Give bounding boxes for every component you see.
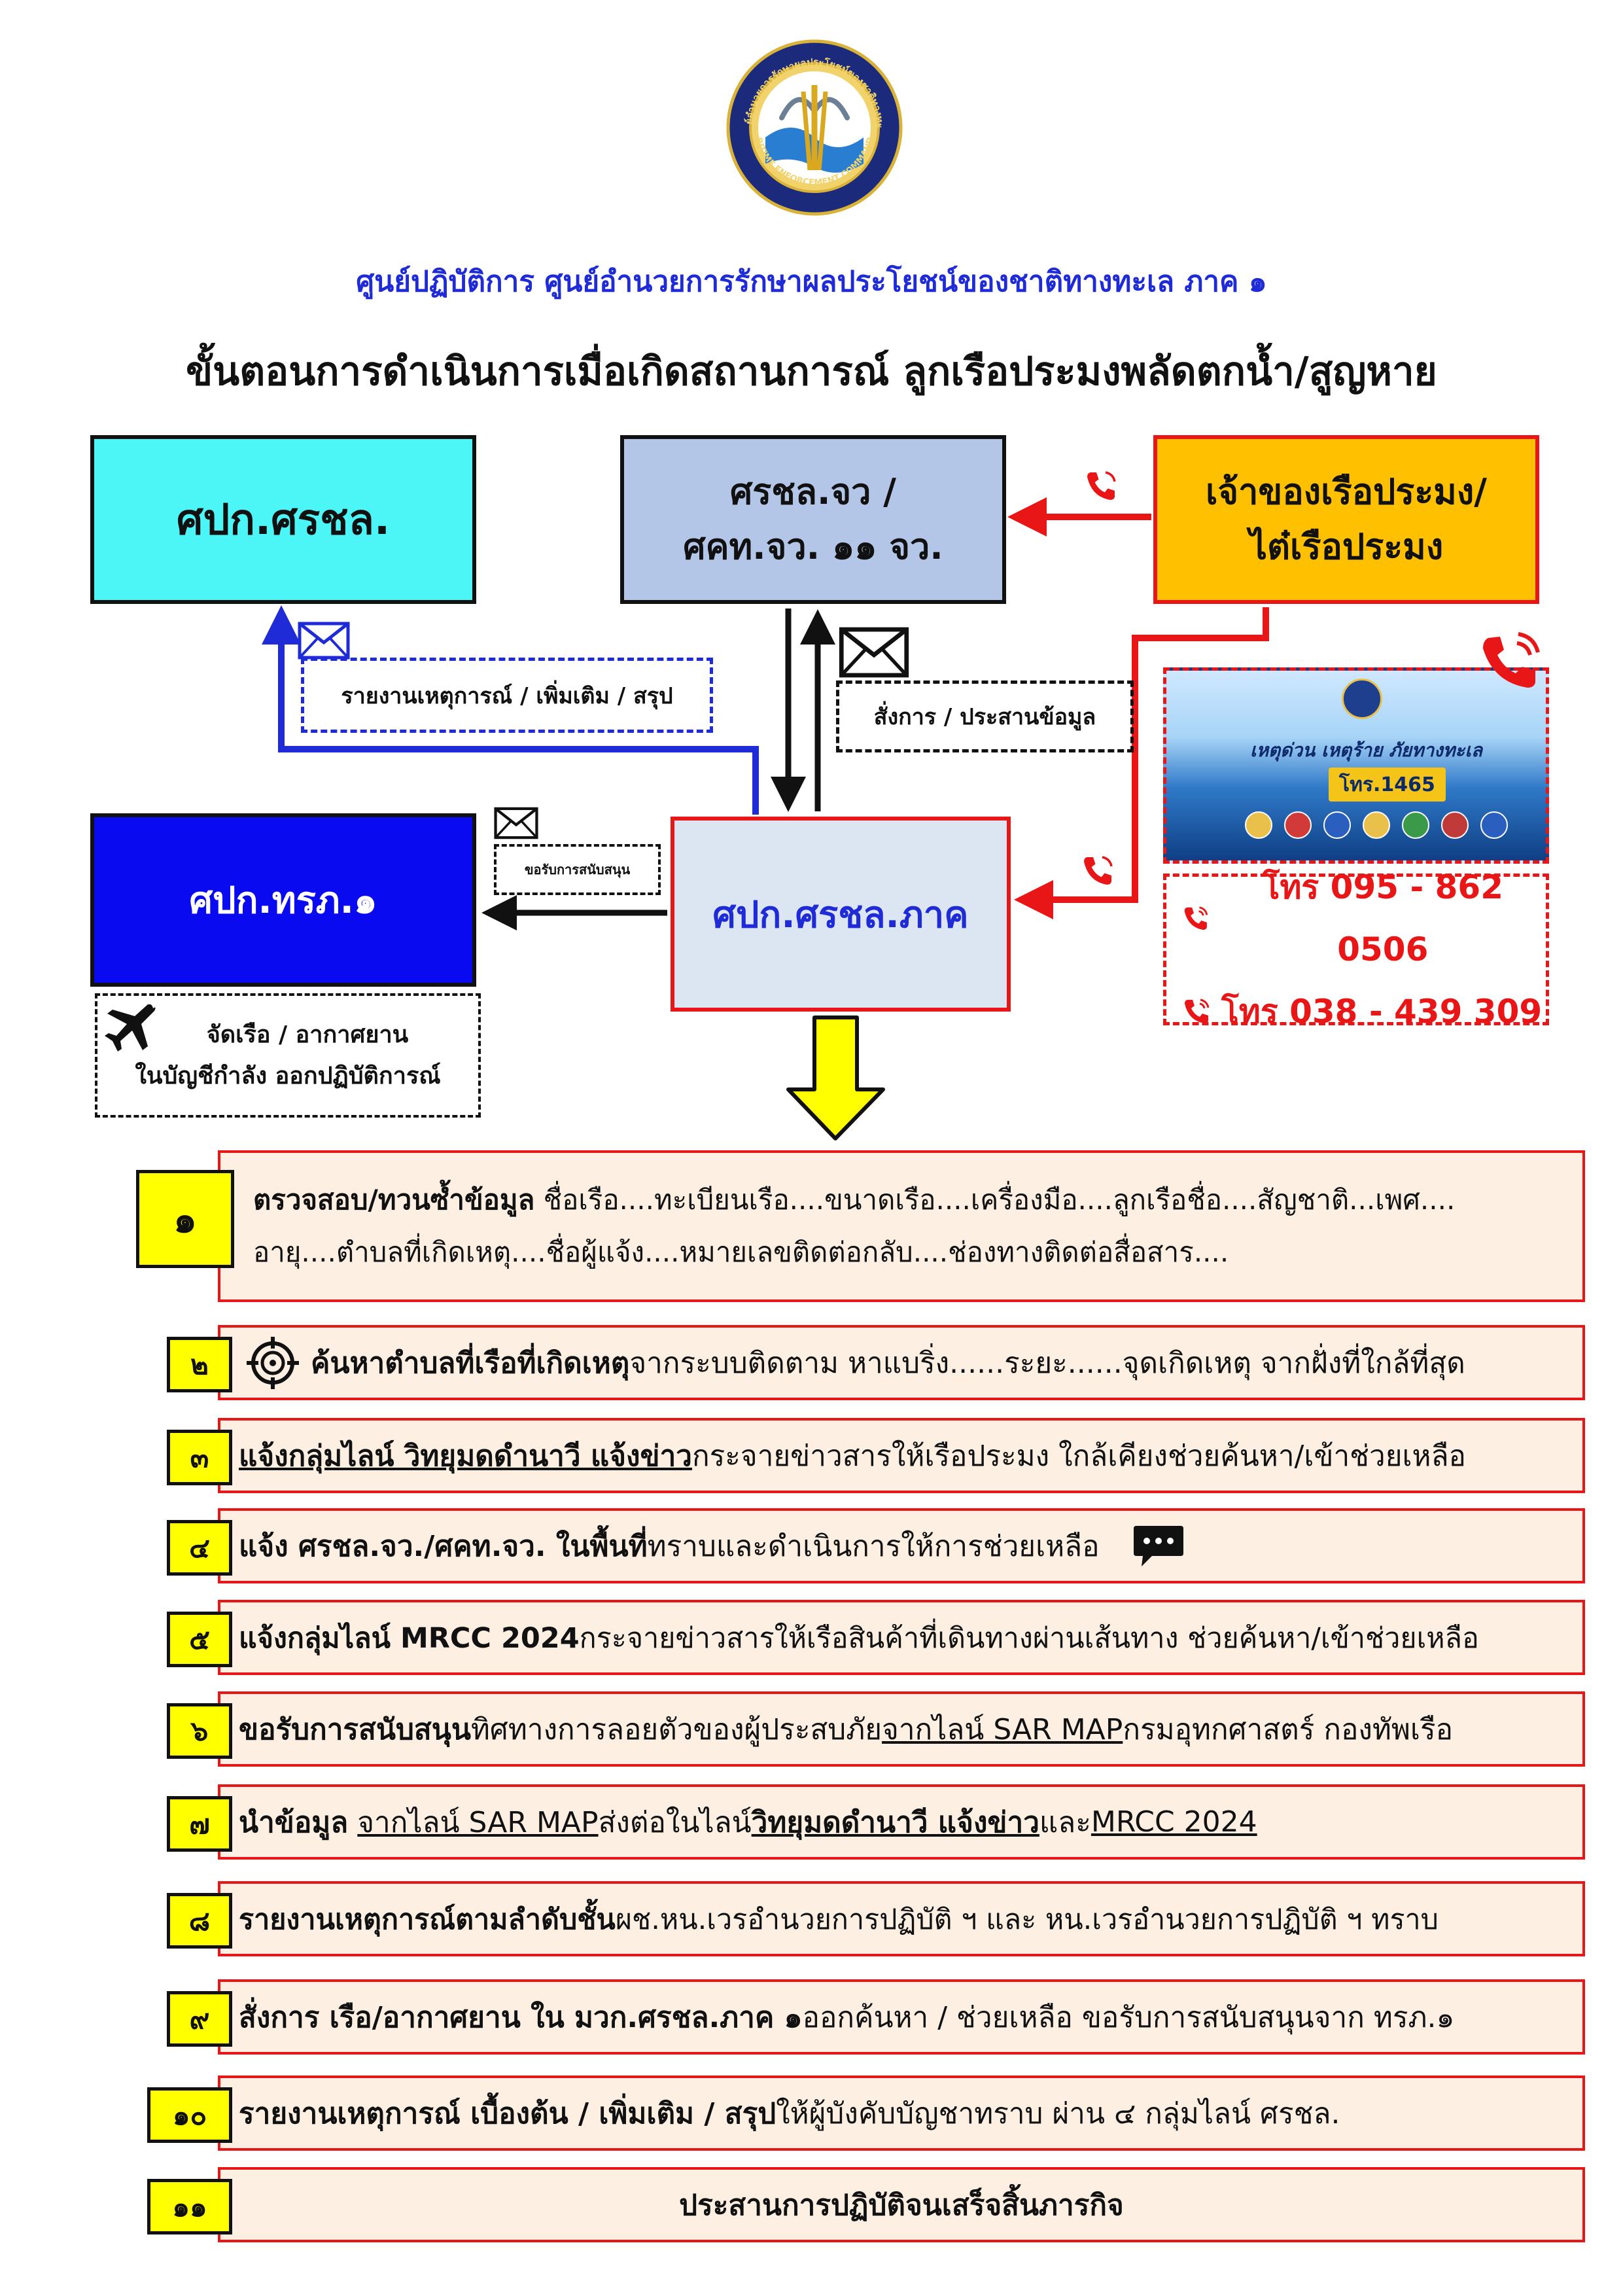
step-10-box: รายงานเหตุการณ์ เบื้องต้น / เพิ่มเติม / … xyxy=(218,2075,1585,2151)
step-6-box: ขอรับการสนับสนุน ทิศทางการลอยตัวของผู้ปร… xyxy=(218,1691,1585,1767)
step-1-line1: ตรวจสอบ/ทวนซ้ำข้อมูล ชื่อเรือ....ทะเบียน… xyxy=(253,1174,1455,1226)
chat-icon xyxy=(1133,1525,1183,1566)
step-7-link2: MRCC 2024 xyxy=(1091,1805,1257,1839)
step-8-bold: รายงานเหตุการณ์ตามลำดับชั้น xyxy=(239,1903,616,1936)
step-1-number: ๑ xyxy=(136,1170,234,1268)
step-6-text2: กรมอุทกศาสตร์ กองทัพเรือ xyxy=(1123,1712,1454,1746)
phone-icon xyxy=(1087,471,1116,500)
step-8-text: ผช.หน.เวรอำนวยการปฏิบัติ ฯ และ หน.เวรอำน… xyxy=(615,1903,1439,1936)
banner-number: โทร.1465 xyxy=(1329,768,1446,802)
step-2-box: ค้นหาตำบลที่เรือที่เกิดเหตุ จากระบบติดตา… xyxy=(218,1325,1585,1400)
phone-number-2[interactable]: โทร 038 - 439 309 xyxy=(1221,992,1543,1031)
provincial-line1: ศรชล.จว / xyxy=(729,471,897,513)
step-1-box: ตรวจสอบ/ทวนซ้ำข้อมูล ชื่อเรือ....ทะเบียน… xyxy=(218,1150,1585,1302)
phone-icon xyxy=(1185,998,1210,1023)
order-label: สั่งการ / ประสานข้อมูล xyxy=(873,704,1096,730)
step-5-box: แจ้งกลุ่มไลน์ MRCC 2024 กระจายข่าวสารให้… xyxy=(218,1600,1585,1675)
step-7-number: ๗ xyxy=(167,1796,232,1852)
center-command-box: ศปก.ศรชล. xyxy=(90,435,476,604)
main-title: ขั้นตอนการดำเนินการเมื่อเกิดสถานการณ์ ลู… xyxy=(186,349,1437,395)
phone-icon xyxy=(1084,856,1113,885)
step-8-number: ๘ xyxy=(167,1893,232,1949)
step-5-number: ๕ xyxy=(167,1612,232,1667)
step-4-number: ๔ xyxy=(167,1520,232,1576)
step-11-number: ๑๑ xyxy=(147,2179,232,2234)
step-4-bold: แจ้ง ศรชล.จว./ศคท.จว. ในพื้นที่ xyxy=(239,1529,648,1563)
owner-line2: ไต๋เรือประมง xyxy=(1249,526,1444,567)
step-1-bold: ตรวจสอบ/ทวนซ้ำข้อมูล xyxy=(253,1184,535,1216)
region-command-box: ศปก.ศรชล.ภาค xyxy=(671,817,1011,1012)
envelope-icon xyxy=(494,807,538,839)
phone-numbers-box: โทร 095 - 862 0506 โทร 038 - 439 309 xyxy=(1163,868,1549,1031)
step-5-text: กระจายข่าวสารให้เรือสินค้าที่เดินทางผ่าน… xyxy=(579,1621,1479,1655)
dispatch-label-box: จัดเรือ / อากาศยาน ในบัญชีกำลัง ออกปฏิบั… xyxy=(95,993,481,1118)
envelope-icon xyxy=(298,622,350,660)
report-label-box: รายงานเหตุการณ์ / เพิ่มเติม / สรุป xyxy=(301,658,713,733)
dispatch-line2: ในบัญชีกำลัง ออกปฏิบัติการณ์ xyxy=(135,1063,441,1089)
step-9-bold: สั่งการ เรือ/อากาศยาน ใน มวก.ศรชล.ภาค ๑ xyxy=(239,2000,803,2034)
center-command-label: ศปก.ศรชล. xyxy=(176,496,391,544)
org-title: ศูนย์ปฏิบัติการ ศูนย์อำนวยการรักษาผลประโ… xyxy=(356,265,1267,298)
hotline-banner-image: เหตุด่วน เหตุร้าย ภัยทางทะเล โทร.1465 xyxy=(1163,667,1549,864)
step-7-text: ส่งต่อในไลน์ xyxy=(598,1805,752,1839)
step-7-bold: นำข้อมูล xyxy=(239,1805,349,1839)
step-6-text: ทิศทางการลอยตัวของผู้ประสบภัย xyxy=(470,1712,882,1746)
step-6-link: จากไลน์ SAR MAP xyxy=(882,1712,1123,1746)
owner-line1: เจ้าของเรือประมง/ xyxy=(1206,471,1487,513)
report-label: รายงานเหตุการณ์ / เพิ่มเติม / สรุป xyxy=(341,682,673,709)
target-icon xyxy=(247,1336,299,1389)
navy-region-label: ศปก.ทรภ.๑ xyxy=(189,879,377,922)
step-7-link: จากไลน์ SAR MAP xyxy=(357,1805,599,1839)
step-1-line2: อายุ....ตำบลที่เกิดเหตุ....ชื่อผู้แจ้ง..… xyxy=(253,1236,1229,1268)
banner-seal-icon xyxy=(1342,679,1382,719)
ringing-phone-icon xyxy=(1483,632,1540,688)
navy-region-box: ศปก.ทรภ.๑ xyxy=(90,813,476,987)
region-command-label: ศปก.ศรชล.ภาค xyxy=(712,893,969,936)
agency-seal-logo: ศูนย์อำนวยการรักษาผลประโยชน์ของชาติทางทะ… xyxy=(726,39,903,216)
step-10-text: ให้ผู้บังคับบัญชาทราบ ผ่าน ๔ กลุ่มไลน์ ศ… xyxy=(776,2096,1340,2130)
step-2-text: จากระบบติดตาม หาแบริ่ง......ระยะ......จุ… xyxy=(629,1346,1465,1380)
provincial-center-box: ศรชล.จว / ศคท.จว. ๑๑ จว. xyxy=(620,435,1006,604)
step-7-bold2: วิทยุมดดำนาวี แจ้งข่าว xyxy=(751,1805,1039,1839)
dispatch-line1: จัดเรือ / อากาศยาน xyxy=(206,1021,409,1048)
step-7-box: นำข้อมูล จากไลน์ SAR MAP ส่งต่อในไลน์ วิ… xyxy=(218,1784,1585,1860)
phone-number-1[interactable]: โทร 095 - 862 0506 xyxy=(1262,868,1503,968)
step-6-bold: ขอรับการสนับสนุน xyxy=(239,1712,471,1746)
step-4-box: แจ้ง ศรชล.จว./ศคท.จว. ในพื้นที่ ทราบและด… xyxy=(218,1508,1585,1583)
boat-owner-box: เจ้าของเรือประมง/ ไต๋เรือประมง xyxy=(1153,435,1539,604)
step-2-bold: ค้นหาตำบลที่เรือที่เกิดเหตุ xyxy=(311,1346,630,1380)
order-label-box: สั่งการ / ประสานข้อมูล xyxy=(836,680,1134,752)
step-2-number: ๒ xyxy=(167,1337,232,1392)
step-6-number: ๖ xyxy=(167,1703,232,1759)
phone-icon xyxy=(1184,906,1208,930)
step-11-box: ประสานการปฏิบัติจนเสร็จสิ้นภารกิจ xyxy=(218,2167,1585,2242)
step-8-box: รายงานเหตุการณ์ตามลำดับชั้น ผช.หน.เวรอำน… xyxy=(218,1881,1585,1956)
step-4-text: ทราบและดำเนินการให้การช่วยเหลือ xyxy=(647,1529,1100,1563)
step-1-text: ชื่อเรือ....ทะเบียนเรือ....ขนาดเรือ....เ… xyxy=(534,1184,1456,1216)
support-label: ขอรับการสนับสนุน xyxy=(524,862,631,877)
step-9-number: ๙ xyxy=(167,1991,232,2047)
step-3-number: ๓ xyxy=(167,1430,232,1485)
step-7-text2: และ xyxy=(1039,1805,1091,1839)
phone-row-1: โทร 095 - 862 0506 xyxy=(1181,857,1546,981)
step-3-bold: แจ้งกลุ่มไลน์ วิทยุมดดำนาวี แจ้งข่าว xyxy=(239,1439,692,1473)
banner-headline: เหตุด่วน เหตุร้าย ภัยทางทะเล xyxy=(1250,739,1483,761)
phone-row-2: โทร 038 - 439 309 xyxy=(1181,981,1542,1043)
step-9-text: ออกค้นหา / ช่วยเหลือ ขอรับการสนับสนุนจาก… xyxy=(802,2000,1455,2034)
banner-emblems xyxy=(1245,811,1508,839)
airplane-icon xyxy=(105,1004,156,1051)
envelope-icon xyxy=(839,627,909,678)
down-arrow xyxy=(786,1016,885,1140)
step-10-bold: รายงานเหตุการณ์ เบื้องต้น / เพิ่มเติม / … xyxy=(239,2096,777,2130)
step-9-box: สั่งการ เรือ/อากาศยาน ใน มวก.ศรชล.ภาค ๑ … xyxy=(218,1979,1585,2055)
step-3-box: แจ้งกลุ่มไลน์ วิทยุมดดำนาวี แจ้งข่าว กระ… xyxy=(218,1418,1585,1493)
step-3-text: กระจายข่าวสารให้เรือประมง ใกล้เคียงช่วยค… xyxy=(692,1439,1466,1473)
step-11-text: ประสานการปฏิบัติจนเสร็จสิ้นภารกิจ xyxy=(679,2188,1124,2222)
step-5-bold: แจ้งกลุ่มไลน์ MRCC 2024 xyxy=(239,1621,580,1655)
step-10-number: ๑๐ xyxy=(147,2087,232,2143)
provincial-line2: ศคท.จว. ๑๑ จว. xyxy=(683,526,943,567)
support-label-box: ขอรับการสนับสนุน xyxy=(494,844,661,895)
